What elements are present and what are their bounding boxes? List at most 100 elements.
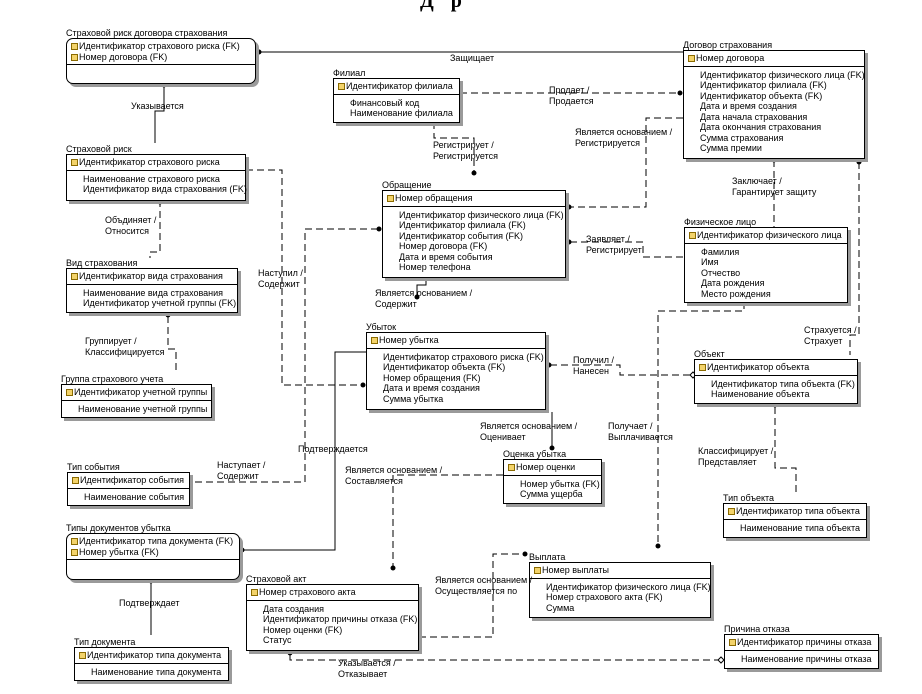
primary-key-attribute[interactable]: Идентификатор страхового риска (FK) xyxy=(71,41,251,52)
diagram-heading-fragment: Д р xyxy=(420,0,468,12)
attribute[interactable]: Наименование вида страхования xyxy=(83,287,224,298)
primary-key-attribute[interactable]: Номер убытка (FK) xyxy=(71,547,235,558)
attribute[interactable]: Дата начала страхования xyxy=(700,111,808,122)
attribute[interactable]: Наименование типа объекта xyxy=(740,522,860,533)
relationship-label-line: Отказывает xyxy=(338,668,388,679)
attribute[interactable]: Фамилия xyxy=(701,246,740,257)
attribute-name: Идентификатор объекта xyxy=(707,362,810,372)
attribute[interactable]: Идентификатор физического лица (FK) xyxy=(700,69,865,80)
attribute[interactable]: Наименование объекта xyxy=(711,389,810,399)
attribute-section: Наименование типа объекта xyxy=(724,520,866,536)
attribute[interactable]: Идентификатор физического лица (FK) xyxy=(546,581,711,592)
primary-key-attribute[interactable]: Номер выплаты xyxy=(534,565,706,576)
entity-title: Тип документа xyxy=(74,637,136,647)
relationship-label: Продает /Продается xyxy=(549,85,594,106)
primary-key-attribute[interactable]: Номер договора xyxy=(688,53,860,64)
attribute-section: Наименование учетной группы xyxy=(62,401,211,417)
primary-key-attribute[interactable]: Номер оценки xyxy=(508,462,597,473)
key-icon xyxy=(71,538,78,545)
attribute[interactable]: Место рождения xyxy=(701,288,771,299)
attribute[interactable]: Идентификатор вида страхования (FK) xyxy=(83,184,247,194)
attribute[interactable]: Дата окончания страхования xyxy=(700,122,822,132)
primary-key-attribute[interactable]: Идентификатор типа объекта xyxy=(728,506,862,517)
attribute[interactable]: Наименование страхового риска xyxy=(83,173,220,184)
attribute[interactable]: Наименование причины отказа xyxy=(741,653,872,664)
attribute[interactable]: Отчество xyxy=(701,267,741,278)
attribute[interactable]: Номер убытка (FK) xyxy=(520,478,600,489)
primary-key-attribute[interactable]: Идентификатор страхового риска xyxy=(71,157,241,168)
primary-key-attribute[interactable]: Идентификатор филиала xyxy=(338,81,455,92)
attribute[interactable]: Сумма страхования xyxy=(700,132,784,143)
attribute[interactable]: Сумма ущерба xyxy=(520,489,583,499)
attribute[interactable]: Идентификатор события (FK) xyxy=(399,230,524,241)
attribute[interactable]: Номер оценки (FK) xyxy=(263,624,343,635)
attribute[interactable]: Идентификатор объекта (FK) xyxy=(700,90,823,101)
attribute[interactable]: Наименование типа документа xyxy=(91,666,222,677)
relationship-label-line: Классифицирует / xyxy=(698,446,774,456)
rel-line-confirmed xyxy=(244,351,366,551)
primary-key-attribute[interactable]: Идентификатор учетной группы xyxy=(66,387,207,398)
primary-key-attribute[interactable]: Идентификатор типа документа xyxy=(79,650,224,661)
primary-key-attribute[interactable]: Идентификатор причины отказа xyxy=(729,637,874,648)
attribute[interactable]: Идентификатор страхового риска (FK) xyxy=(383,351,544,362)
attribute[interactable]: Идентификатор типа объекта (FK) xyxy=(711,378,855,389)
primary-key-attribute[interactable]: Идентификатор события xyxy=(72,475,185,486)
attribute[interactable]: Номер договора (FK) xyxy=(399,241,488,251)
attribute[interactable]: Статус xyxy=(263,635,292,645)
attribute[interactable]: Номер страхового акта (FK) xyxy=(546,592,663,602)
attribute[interactable]: Сумма xyxy=(546,602,575,613)
attribute[interactable]: Наименование филиала xyxy=(350,108,453,118)
attribute[interactable]: Сумма премии xyxy=(700,143,762,153)
entity-box[interactable]: Идентификатор типа документа (FK)Номер у… xyxy=(66,533,240,580)
entity-box[interactable]: Идентификатор страхового риска (FK)Номер… xyxy=(66,38,256,84)
attribute[interactable]: Идентификатор филиала (FK) xyxy=(399,220,526,230)
attribute-name: Номер убытка xyxy=(379,335,439,345)
attribute[interactable]: Номер обращения (FK) xyxy=(383,372,481,383)
primary-key-attribute[interactable]: Идентификатор типа документа (FK) xyxy=(71,536,235,547)
attribute[interactable]: Дата рождения xyxy=(701,278,765,288)
primary-key-attribute[interactable]: Идентификатор физического лица xyxy=(689,230,843,241)
primary-key-attribute[interactable]: Идентификатор вида страхования xyxy=(71,271,233,282)
relationship-label-line: Регистрируется xyxy=(575,137,640,148)
attribute[interactable]: Идентификатор причины отказа (FK) xyxy=(263,614,418,624)
attribute[interactable]: Финансовый код xyxy=(350,97,420,108)
attribute[interactable]: Наименование события xyxy=(84,491,185,502)
primary-key-attribute[interactable]: Номер страхового акта xyxy=(251,587,414,598)
attribute[interactable]: Наименование учетной группы xyxy=(78,403,208,414)
rel-line-unites xyxy=(149,200,161,258)
attribute[interactable]: Номер телефона xyxy=(399,262,471,272)
primary-key-attribute[interactable]: Номер договора (FK) xyxy=(71,52,251,63)
attribute[interactable]: Идентификатор объекта (FK) xyxy=(383,362,506,372)
attribute[interactable]: Дата создания xyxy=(263,603,324,614)
attribute[interactable]: Идентификатор физического лица (FK) xyxy=(399,209,564,220)
primary-key-section: Идентификатор физического лица xyxy=(685,228,847,244)
attribute[interactable]: Идентификатор учетной группы (FK) xyxy=(83,298,237,308)
primary-key-attribute[interactable]: Номер обращения xyxy=(387,193,561,204)
attribute[interactable]: Дата и время создания xyxy=(383,383,480,393)
attribute[interactable]: Дата и время события xyxy=(399,251,493,262)
attribute[interactable]: Имя xyxy=(701,257,719,267)
attribute[interactable]: Идентификатор филиала (FK) xyxy=(700,80,827,90)
primary-key-attribute[interactable]: Идентификатор объекта xyxy=(699,362,853,373)
primary-key-section: Идентификатор типа объекта xyxy=(724,504,866,520)
attribute[interactable]: Сумма убытка xyxy=(383,393,444,404)
attribute[interactable]: Дата и время создания xyxy=(700,101,797,111)
attribute-name: Номер договора (FK) xyxy=(79,51,168,62)
primary-key-attribute[interactable]: Номер убытка xyxy=(371,335,541,346)
